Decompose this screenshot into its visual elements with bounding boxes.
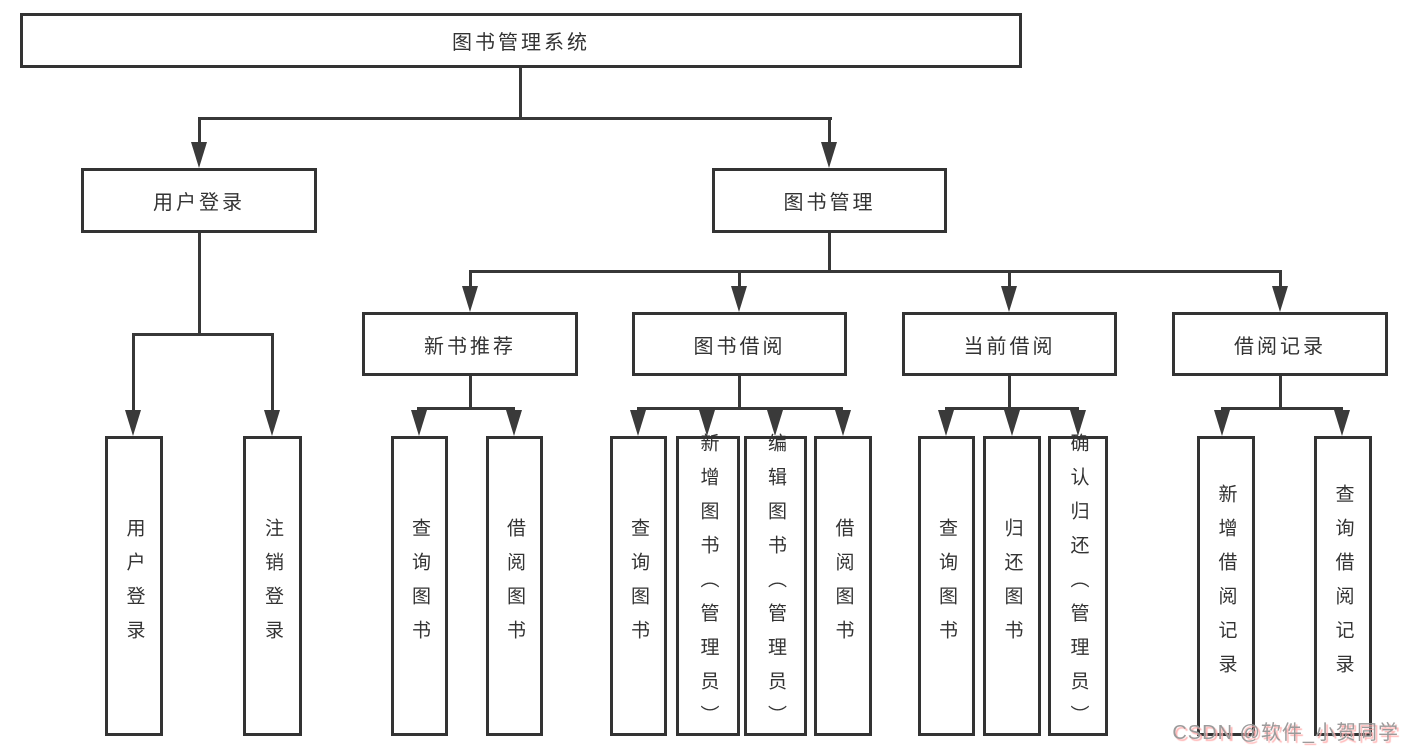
node-book-mgmt: 图书管理 [712, 168, 947, 233]
node-query-books-current: 查询图书 [918, 436, 975, 736]
connector-new-book-rec-hline [417, 407, 515, 410]
arrow-to-current-borrow [1001, 286, 1017, 312]
node-borrow-books-newrec-label: 借阅图书 [504, 518, 525, 654]
arrow-to-add-borrow-record [1214, 410, 1230, 436]
arrow-to-query-borrow-record [1334, 410, 1350, 436]
connector-to-login-stem [132, 333, 135, 415]
connector-to-new-book-rec-stem [469, 270, 472, 292]
arrow-to-add-books [699, 410, 715, 436]
node-login-label: 用户登录 [123, 518, 145, 654]
node-add-books: 新增图书（管理员） [676, 433, 740, 739]
connector-user-login-stem [198, 233, 201, 336]
arrow-to-login [125, 410, 141, 436]
node-query-books-newrec: 查询图书 [391, 436, 448, 736]
arrow-to-book-mgmt [821, 142, 837, 168]
arrow-to-query-books-3 [938, 410, 954, 436]
connector-book-borrow-hline [637, 407, 843, 410]
node-library-system-label: 图书管理系统 [452, 32, 590, 54]
connector-book-mgmt-hline [469, 270, 1282, 273]
connector-user-login-hline [132, 333, 274, 336]
connector-book-borrow-stem [738, 376, 741, 410]
connector-borrow-records-stem [1279, 376, 1282, 410]
node-book-borrow-label: 图书借阅 [693, 335, 786, 358]
connector-new-book-rec-stem [469, 376, 472, 410]
node-add-books-label: 新增图书（管理员） [697, 433, 719, 739]
node-add-borrow-record-label: 新增借阅记录 [1215, 484, 1237, 688]
node-book-borrow: 图书借阅 [632, 312, 847, 376]
connector-to-book-borrow-stem [738, 270, 741, 292]
node-current-borrow: 当前借阅 [902, 312, 1117, 376]
connector-root-to-book-mgmt-stem [828, 117, 831, 150]
arrow-to-query-books-1 [411, 410, 427, 436]
arrow-to-borrow-records [1272, 286, 1288, 312]
node-new-book-rec: 新书推荐 [362, 312, 578, 376]
arrow-to-query-books-2 [630, 410, 646, 436]
node-borrow-books-borrow: 借阅图书 [814, 436, 872, 736]
connector-root-stem [519, 68, 522, 120]
connector-borrow-records-hline [1221, 407, 1343, 410]
node-book-mgmt-label: 图书管理 [783, 192, 876, 214]
arrow-to-edit-books [767, 410, 783, 436]
connector-book-mgmt-stem [828, 233, 831, 273]
node-edit-books: 编辑图书（管理员） [744, 433, 807, 739]
connector-to-logout-stem [271, 333, 274, 415]
arrow-to-return-books [1004, 410, 1020, 436]
csdn-watermark: CSDN @软件_小贺同学 [1172, 722, 1399, 744]
node-confirm-return: 确认归还（管理员） [1048, 433, 1108, 739]
node-borrow-books-borrow-label: 借阅图书 [832, 518, 854, 654]
node-logout: 注销登录 [243, 436, 302, 736]
arrow-to-confirm-return [1070, 410, 1086, 436]
connector-current-borrow-hline [945, 407, 1079, 410]
arrow-to-book-borrow [731, 286, 747, 312]
connector-root-to-user-login-stem [198, 117, 201, 150]
arrow-to-borrow-books-2 [835, 410, 851, 436]
node-logout-label: 注销登录 [262, 518, 283, 654]
arrow-to-new-book-rec [462, 286, 478, 312]
node-query-borrow-record: 查询借阅记录 [1314, 436, 1372, 736]
node-query-books-borrow-label: 查询图书 [628, 518, 649, 654]
node-borrow-records-label: 借阅记录 [1234, 335, 1326, 358]
node-user-login-label: 用户登录 [153, 192, 245, 214]
connector-current-borrow-stem [1008, 376, 1011, 410]
arrow-to-borrow-books-1 [506, 410, 522, 436]
node-query-books-current-label: 查询图书 [936, 518, 957, 654]
node-return-books-label: 归还图书 [1001, 518, 1023, 654]
arrow-to-user-login [191, 142, 207, 168]
node-new-book-rec-label: 新书推荐 [424, 335, 516, 358]
connector-to-current-borrow-stem [1008, 270, 1011, 292]
node-return-books: 归还图书 [983, 436, 1041, 736]
connector-root-hline [198, 117, 832, 120]
node-add-borrow-record: 新增借阅记录 [1197, 436, 1255, 736]
node-library-system: 图书管理系统 [20, 13, 1022, 68]
node-borrow-books-newrec: 借阅图书 [486, 436, 543, 736]
node-query-books-borrow: 查询图书 [610, 436, 667, 736]
node-query-books-newrec-label: 查询图书 [409, 518, 430, 654]
node-current-borrow-label: 当前借阅 [963, 335, 1056, 358]
node-edit-books-label: 编辑图书（管理员） [765, 433, 786, 739]
node-user-login: 用户登录 [81, 168, 317, 233]
node-login: 用户登录 [105, 436, 163, 736]
node-borrow-records: 借阅记录 [1172, 312, 1388, 376]
node-confirm-return-label: 确认归还（管理员） [1067, 433, 1089, 739]
arrow-to-logout [264, 410, 280, 436]
connector-to-borrow-records-stem [1279, 270, 1282, 292]
node-query-borrow-record-label: 查询借阅记录 [1332, 484, 1354, 688]
